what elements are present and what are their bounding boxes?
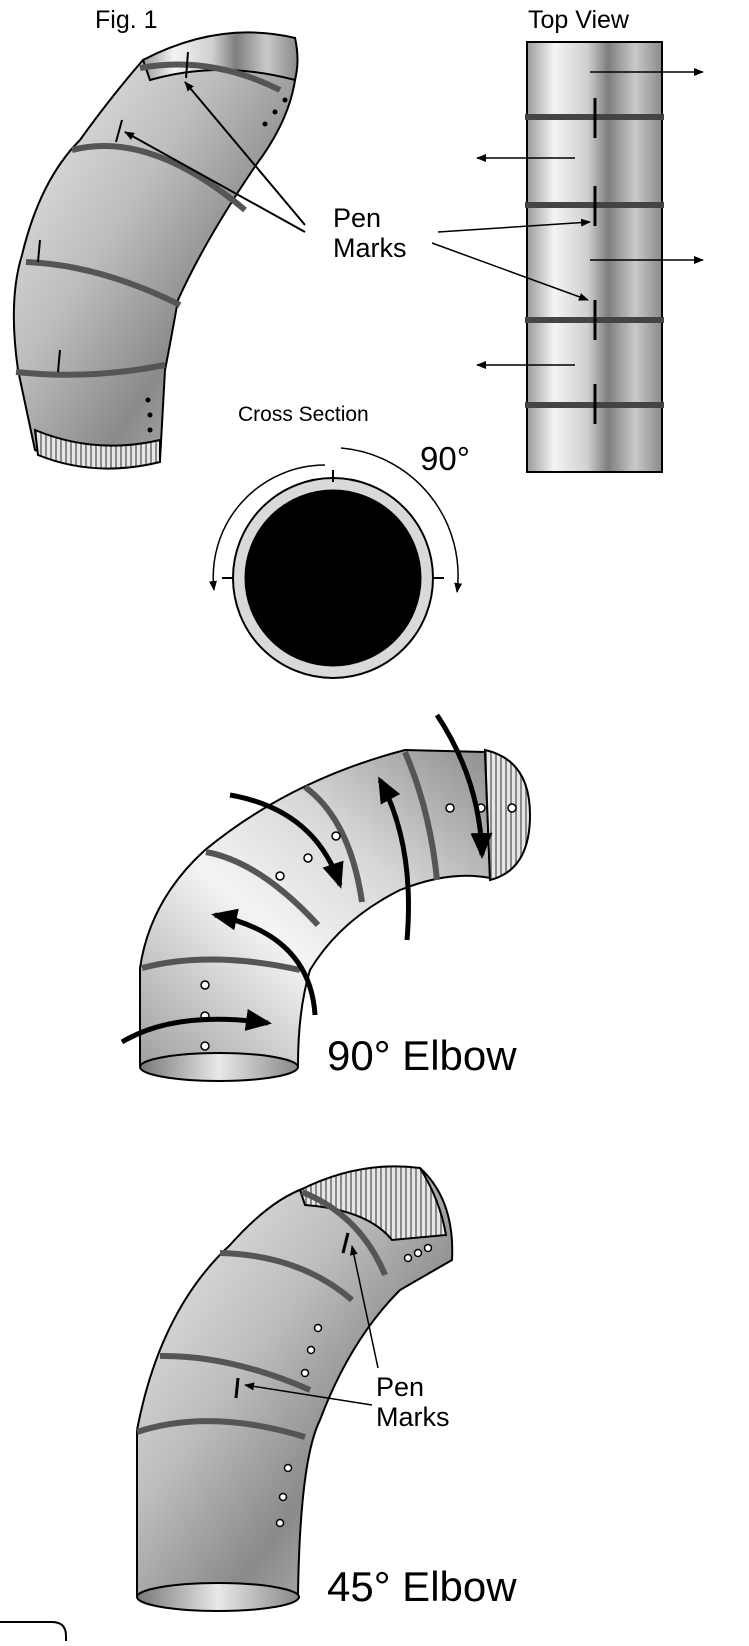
elbow-90-label: 90° Elbow — [327, 1032, 517, 1079]
pen-marks-pointer-3 — [349, 1245, 379, 1369]
rotation-arrow-left — [208, 464, 326, 591]
rotation-arrow-right — [340, 447, 463, 593]
fig1-seam-2 — [71, 143, 247, 213]
elbow-45-label: 45° Elbow — [327, 1563, 517, 1610]
elbow-90-body — [139, 748, 492, 1066]
elbow-45-seam-3 — [219, 1250, 354, 1303]
top-view-label: Top View — [528, 6, 629, 34]
elbow-45-rivets — [275, 1243, 433, 1528]
pen-marks-pointer-1 — [437, 218, 591, 233]
pen-marks-pointer-2 — [431, 242, 589, 301]
pen-marks-upper-line2: Marks — [333, 233, 407, 263]
fig1-rivets — [145, 97, 288, 433]
figure-label: Fig. 1 — [95, 6, 158, 34]
elbow-45-pen-mark-1 — [341, 1232, 350, 1254]
fig1-elbow-body — [12, 36, 298, 465]
elbow-45-seam-2 — [159, 1352, 312, 1393]
pen-marks-label-lower: Pen Marks — [376, 1372, 450, 1432]
top-view-pipe — [431, 41, 704, 473]
elbow-90 — [120, 713, 532, 1082]
fig1-pen-mark-1 — [185, 51, 189, 79]
pen-marks-lower-line2: Marks — [376, 1402, 450, 1432]
elbow-45-opening — [136, 1582, 300, 1612]
cross-section — [208, 447, 463, 679]
elbow-90-seam-2 — [205, 849, 321, 928]
elbow-90-seam-3 — [303, 784, 365, 903]
fig1-arrow-2 — [124, 131, 306, 233]
elbow-90-rotation-arrows — [120, 713, 493, 1045]
fig1-pen-mark-3 — [37, 239, 41, 263]
elbow-45-seam-4 — [300, 1189, 388, 1277]
fig1-seam-1 — [139, 61, 282, 93]
fig1-elbow — [12, 31, 306, 470]
fig1-crimp-end — [33, 428, 161, 470]
elbow-45-seam-1 — [136, 1418, 306, 1440]
pen-marks-lower-line1: Pen — [376, 1372, 425, 1402]
fig1-elbow-top-cap — [141, 31, 299, 82]
fig1-arrow-1 — [184, 81, 306, 226]
fig1-seam-3 — [25, 259, 182, 308]
elbow-45-pen-mark-2 — [234, 1377, 240, 1399]
rotation-angle-label: 90° — [420, 440, 470, 477]
elbow-90-seam-4 — [402, 750, 440, 881]
pen-marks-pointer-4 — [244, 1382, 373, 1406]
cross-section-label: Cross Section — [238, 403, 369, 426]
fig1-seam-4 — [15, 362, 166, 378]
fig1-pen-mark-2 — [115, 119, 123, 143]
elbow-90-crimp — [483, 748, 532, 882]
corner-bracket — [0, 1621, 67, 1641]
elbow-90-opening — [139, 1052, 299, 1082]
elbow-90-seam-1 — [141, 956, 301, 973]
pen-marks-upper-line1: Pen — [333, 203, 382, 233]
cross-section-inner — [244, 489, 422, 667]
pen-marks-label-upper: Pen Marks — [333, 203, 407, 263]
elbow-45 — [136, 1165, 454, 1612]
fig1-pen-mark-4 — [57, 349, 61, 373]
elbow-45-crimp — [298, 1165, 448, 1242]
